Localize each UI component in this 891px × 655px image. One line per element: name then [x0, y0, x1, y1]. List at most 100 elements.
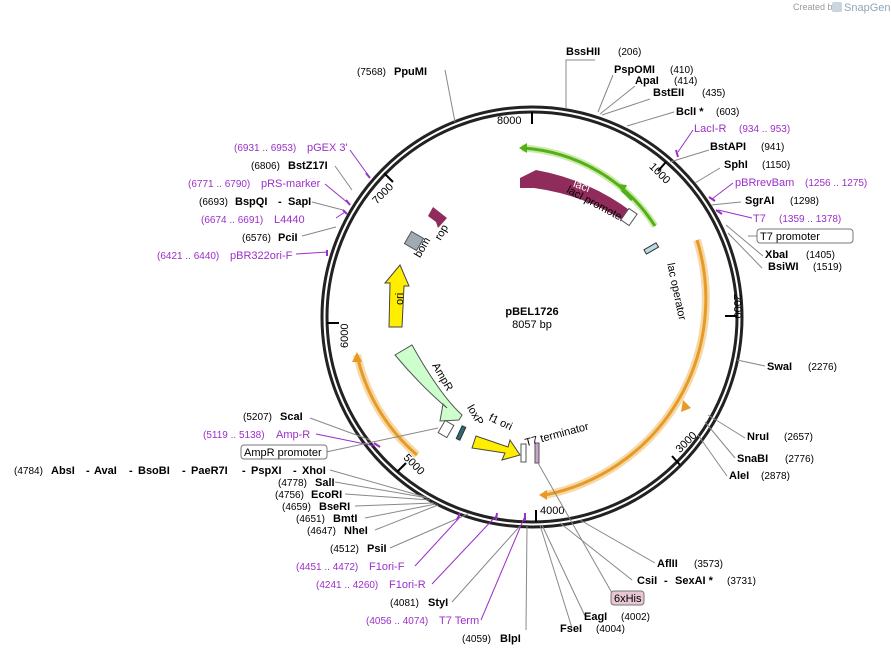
t7-terminator-feature[interactable] [534, 442, 540, 464]
site-NruI[interactable]: NruI [747, 431, 769, 443]
site-AvaI[interactable]: AvaI [94, 465, 117, 477]
site-PciI[interactable]: PciI [278, 232, 298, 244]
primer-LacI-R[interactable]: LacI-R [694, 123, 726, 135]
ampr-feature[interactable] [394, 344, 463, 422]
ori-feature[interactable] [383, 264, 410, 328]
site-BsoBI-dash: - [129, 465, 133, 477]
primer-F1ori-R[interactable]: F1ori-R [389, 579, 426, 591]
snapgene-logo-icon [832, 2, 842, 12]
site-SgrAI[interactable]: SgrAI [745, 195, 774, 207]
site-BssHII-pos: (206) [618, 47, 641, 58]
primer-T7-Term[interactable]: T7 Term [439, 615, 479, 627]
primer-Amp-R[interactable]: Amp-R [276, 429, 310, 441]
site-PspXI[interactable]: PspXI [251, 465, 282, 477]
primer-pBRrevBam[interactable]: pBRrevBam [735, 177, 794, 189]
site-BlpI-pos: (4059) [462, 634, 491, 645]
site-ApaI[interactable]: ApaI [635, 75, 659, 87]
site-SalI[interactable]: SalI [315, 477, 335, 489]
primer-L4440[interactable]: L4440 [274, 214, 305, 226]
lacI-promoter-box [620, 207, 638, 227]
site-CsiI[interactable]: CsiI [637, 575, 657, 587]
site-EcoRI[interactable]: EcoRI [311, 489, 342, 501]
site-XbaI[interactable]: XbaI [765, 249, 788, 261]
site-StyI[interactable]: StyI [428, 597, 448, 609]
t7-promoter-label[interactable]: T7 promoter [760, 231, 820, 243]
site-XhoI[interactable]: XhoI [302, 465, 326, 477]
primer-pBR322ori-F[interactable]: pBR322ori-F [230, 250, 293, 262]
site-AflII-pos: (3573) [694, 559, 723, 570]
primer-F1ori-F-range: (4451 .. 4472) [296, 562, 358, 573]
site-leader-lines [301, 59, 766, 631]
site-NheI-pos: (4647) [307, 526, 336, 537]
primer-leader-lines [295, 129, 753, 621]
site-BsoBI[interactable]: BsoBI [138, 465, 170, 477]
tick-8000: 8000 [497, 115, 521, 127]
site-SnaBI-pos: (2776) [785, 454, 814, 465]
site-BstZ17I-pos: (6806) [251, 161, 280, 172]
site-BseRI[interactable]: BseRI [319, 501, 350, 513]
site-EagI[interactable]: EagI [584, 611, 607, 623]
site-SphI[interactable]: SphI [724, 159, 748, 171]
t7-terminator-label: T7 terminator [524, 421, 591, 450]
primer-F1ori-F[interactable]: F1ori-F [369, 561, 405, 573]
ampr-promoter-label[interactable]: AmpR promoter [244, 447, 322, 459]
tick-marks [327, 112, 737, 522]
site-BlpI[interactable]: BlpI [500, 633, 521, 645]
site-SexAI-dash: - [664, 575, 668, 587]
site-XbaI-pos: (1405) [806, 250, 835, 261]
credit-brand: SnapGene [844, 2, 891, 14]
site-BmtI[interactable]: BmtI [333, 513, 357, 525]
site-PspOMI[interactable]: PspOMI [614, 64, 655, 76]
site-PaeR7I[interactable]: PaeR7I [191, 465, 228, 477]
site-NheI[interactable]: NheI [344, 525, 368, 537]
primer-pRS-marker[interactable]: pRS-marker [261, 178, 321, 190]
site-BstZ17I[interactable]: BstZ17I [288, 160, 328, 172]
primer-pGEX3[interactable]: pGEX 3' [307, 142, 348, 154]
site-BstEII[interactable]: BstEII [653, 87, 684, 99]
site-NruI-pos: (2657) [784, 432, 813, 443]
site-AvaI-dash: - [86, 465, 90, 477]
site-BclI-pos: (603) [716, 107, 739, 118]
f1-ori-feature[interactable] [471, 435, 521, 461]
site-PciI-pos: (6576) [242, 233, 271, 244]
bom-feature[interactable] [403, 230, 425, 252]
primer-Amp-R-range: (5119 .. 5138) [203, 430, 265, 441]
site-BsiWI[interactable]: BsiWI [768, 261, 799, 273]
site-SwaI[interactable]: SwaI [767, 361, 792, 373]
site-SwaI-pos: (2276) [808, 362, 837, 373]
site-SalI-pos: (4778) [278, 478, 307, 489]
site-AbsI[interactable]: AbsI [51, 465, 75, 477]
loxP-feature[interactable] [455, 425, 467, 441]
site-BstAPI[interactable]: BstAPI [710, 141, 746, 153]
site-PsiI-pos: (4512) [330, 544, 359, 555]
primer-markers [326, 149, 723, 521]
lac-operator-feature[interactable] [643, 242, 660, 255]
site-AflII[interactable]: AflII [657, 558, 678, 570]
site-PpuMI[interactable]: PpuMI [394, 66, 427, 78]
site-AleI[interactable]: AleI [729, 470, 749, 482]
site-SexAI[interactable]: SexAI * [675, 575, 714, 587]
site-SphI-pos: (1150) [762, 160, 790, 171]
primer-pRS-marker-range: (6771 .. 6790) [188, 179, 250, 190]
primer-T7[interactable]: T7 [753, 213, 766, 225]
lacI-feature[interactable] [520, 170, 632, 222]
orange-arc-bottom-arrow [539, 490, 547, 500]
site-BssHII[interactable]: BssHII [566, 46, 600, 58]
lac-operator-label: lac operator [664, 262, 688, 322]
plasmid-name: pBEL1726 [505, 306, 558, 318]
site-FseI-pos: (4004) [596, 624, 625, 635]
site-FseI[interactable]: FseI [560, 623, 582, 635]
tick-4000: 4000 [540, 505, 564, 517]
orange-arc-left [355, 354, 418, 457]
site-SnaBI[interactable]: SnaBI [737, 453, 768, 465]
his-tag-label[interactable]: 6xHis [614, 593, 642, 605]
site-BclI[interactable]: BclI * [676, 106, 704, 118]
site-SgrAI-pos: (1298) [790, 196, 819, 207]
site-PsiI[interactable]: PsiI [367, 543, 387, 555]
primer-L4440-range: (6674 .. 6691) [201, 215, 263, 226]
site-BspQI[interactable]: BspQI [235, 196, 267, 208]
site-SapI[interactable]: SapI [288, 196, 311, 208]
rop-feature[interactable] [428, 207, 447, 228]
site-ScaI[interactable]: ScaI [280, 411, 303, 423]
